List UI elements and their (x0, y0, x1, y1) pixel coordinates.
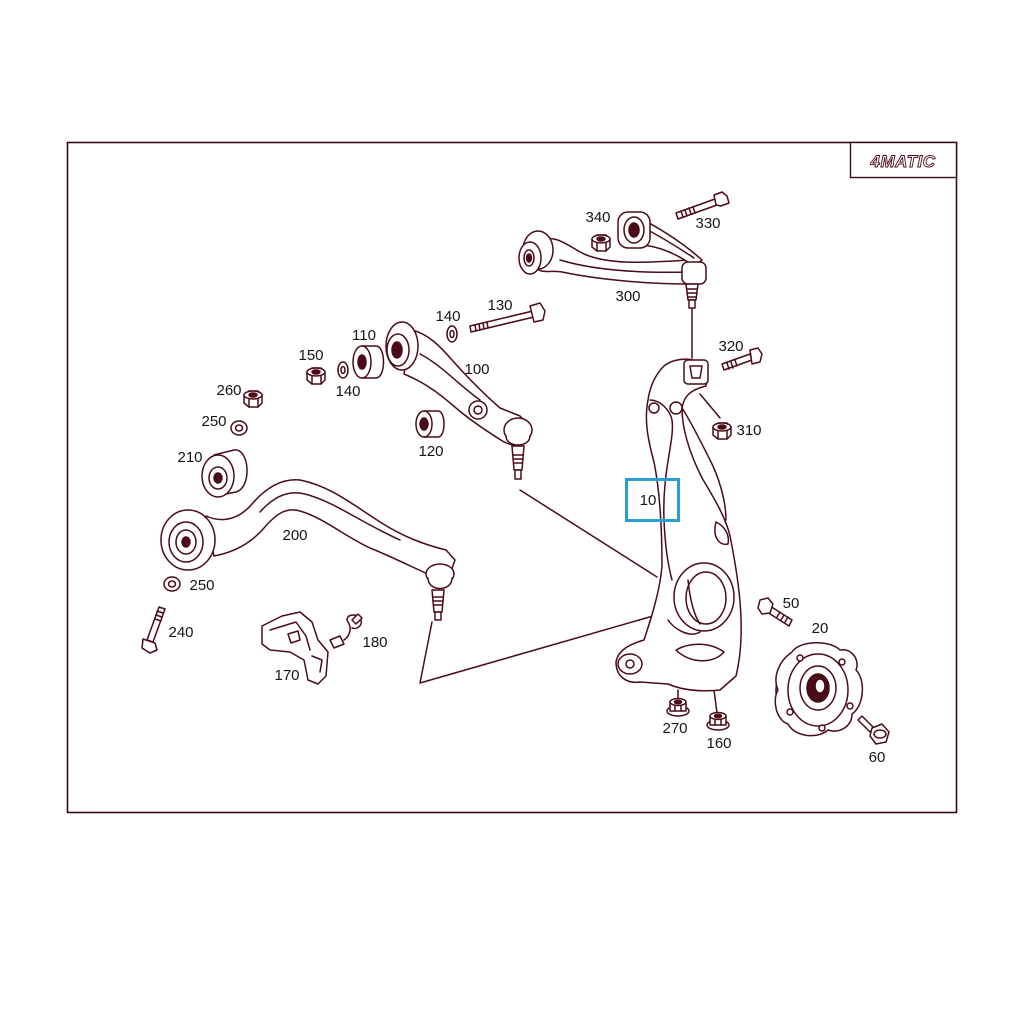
callout-20[interactable]: 20 (812, 620, 829, 637)
parts-group (141, 191, 890, 745)
nut-340 (591, 234, 611, 252)
rear-lower-control-arm (160, 479, 456, 621)
callout-130[interactable]: 130 (487, 297, 512, 314)
callout-210[interactable]: 210 (177, 449, 202, 466)
bushing-120 (415, 410, 445, 438)
callout-10[interactable]: 10 (640, 492, 657, 509)
nut-310 (712, 422, 732, 440)
leader-lines (419, 307, 721, 714)
bolt-330 (675, 191, 730, 220)
upper-control-arm (518, 211, 707, 309)
washer-140-top (446, 325, 458, 343)
callout-340[interactable]: 340 (585, 209, 610, 226)
callout-180[interactable]: 180 (362, 634, 387, 651)
callout-300[interactable]: 300 (615, 288, 640, 305)
callout-labels: 340 330 300 130 140 110 150 140 100 120 … (168, 209, 885, 766)
callout-140-top[interactable]: 140 (435, 308, 460, 325)
front-lower-control-arm (385, 321, 533, 480)
diagram-frame (66, 141, 958, 814)
bolt-130 (469, 302, 546, 333)
callout-150[interactable]: 150 (298, 347, 323, 364)
bolt-50 (757, 597, 793, 627)
washer-250-top (230, 420, 248, 436)
callout-160[interactable]: 160 (706, 735, 731, 752)
callout-50[interactable]: 50 (783, 595, 800, 612)
callout-260[interactable]: 260 (216, 382, 241, 399)
callout-170[interactable]: 170 (274, 667, 299, 684)
callout-250-top[interactable]: 250 (201, 413, 226, 430)
4matic-badge-text: 4MATIC (869, 152, 935, 171)
nut-270 (666, 697, 690, 717)
callout-270[interactable]: 270 (662, 720, 687, 737)
steering-knuckle (615, 358, 742, 692)
callout-100[interactable]: 100 (464, 361, 489, 378)
bolt-60 (857, 715, 890, 745)
callout-120[interactable]: 120 (418, 443, 443, 460)
nut-160 (706, 711, 730, 731)
bolt-240 (141, 606, 166, 654)
sensor-180 (329, 613, 363, 649)
washer-250-lower (163, 576, 181, 592)
callout-140-lower[interactable]: 140 (335, 383, 360, 400)
bushing-210 (201, 449, 248, 498)
selected-callout-highlight (625, 478, 680, 522)
4matic-badge: 4MATIC (849, 141, 958, 179)
callout-310[interactable]: 310 (736, 422, 761, 439)
bushing-110 (352, 345, 385, 379)
nut-150 (306, 367, 326, 385)
callout-250-lower[interactable]: 250 (189, 577, 214, 594)
wheel-hub (774, 642, 864, 737)
callout-200[interactable]: 200 (282, 527, 307, 544)
callout-330[interactable]: 330 (695, 215, 720, 232)
nut-260 (243, 390, 263, 408)
callout-110[interactable]: 110 (352, 327, 376, 344)
callout-320[interactable]: 320 (718, 338, 743, 355)
callout-60[interactable]: 60 (869, 749, 886, 766)
bolt-320 (721, 347, 763, 371)
bracket-170 (261, 611, 329, 685)
callout-240[interactable]: 240 (168, 624, 193, 641)
washer-140-lower (337, 361, 349, 379)
